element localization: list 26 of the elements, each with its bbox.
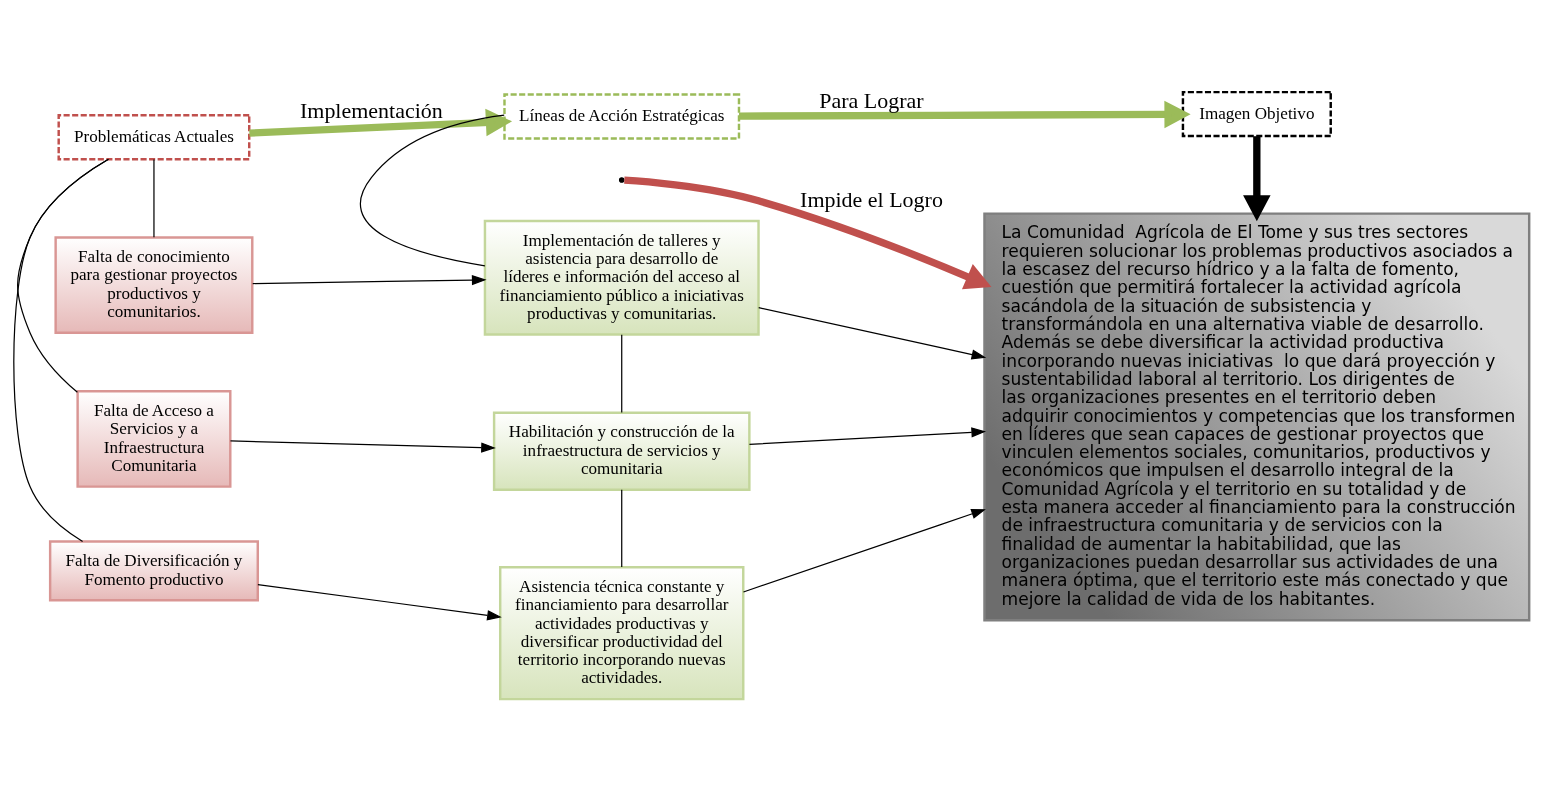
- node-box: La Comunidad Agrícola de El Tome y sus tres sectores requieren solucionar los problemas productivos asociados a la escasez del recurso hídrico y a la falta de fomento, cuestión que permitirá fortalecer la actividad agrícola sacándola de la situación de subsistencia y transformándola en una alternativa viable de desarrollo. Además se debe diversificar la actividad productiva incorporando nuevas iniciativas lo que dará proyección y sustentabilidad laboral al territorio. Los dirigentes de las organizaciones presentes en el territorio deben adquirir conocimientos y competencias que los transformen en líderes que sean capaces de gestionar proyectos que vinculen elementos sociales, comunitarios, productivos y económicos que impulsen el desarrollo integral de la Comunidad Agrícola y el territorio en su totalidad y de esta manera acceder al financiamiento para la construcción de infraestructura comunitaria y de servicios con la finalidad de aumentar la habitabilidad, que las organizaciones puedan desarrollar sus actividades de una manera óptima, que el territorio este más conectado y que mejore la calidad de vida de los habitantes.: [983, 212, 1531, 622]
- node-box: Asistencia técnica constante y financiamiento para desarrollar actividades productivas y diversificar productividad del territorio incorporando nuevas actividades.: [499, 566, 745, 701]
- node-box: Implementación de talleres y asistencia para desarrollo de líderes e información del acceso al financiamiento público a iniciativas productivas y comunitarias.: [483, 219, 760, 336]
- connector: [621, 489, 623, 568]
- arrow: [1243, 136, 1271, 222]
- node-box: Habilitación y construcción de la infraestructura de servicios y comunitaria: [492, 411, 751, 491]
- connector: [13, 158, 109, 543]
- node-box: Falta de Acceso a Servicios y a Infraestructura Comunitaria: [76, 390, 232, 488]
- arrow: [229, 440, 496, 453]
- connector: [621, 334, 623, 414]
- node-box: Problemáticas Actuales: [57, 114, 251, 161]
- node-box: Falta de Diversificación y Fomento productivo: [48, 540, 259, 602]
- arrow: [758, 307, 987, 360]
- connector: [359, 114, 505, 267]
- node-box: Imagen Objetivo: [1181, 90, 1332, 138]
- arrow: [252, 274, 487, 286]
- edge-label: Impide el Logro: [800, 187, 943, 213]
- node-box: Falta de conocimiento para gestionar proyectos productivos y comunitarios.: [54, 236, 254, 334]
- edge-label: Para Lograr: [819, 88, 924, 114]
- node-box: Líneas de Acción Estratégicas: [503, 93, 741, 140]
- arrow: [742, 509, 986, 593]
- edge-label: Implementación: [299, 98, 443, 124]
- arrow: [257, 584, 502, 621]
- arrow: [738, 100, 1191, 129]
- arrow: [748, 427, 987, 445]
- connector: [153, 158, 155, 238]
